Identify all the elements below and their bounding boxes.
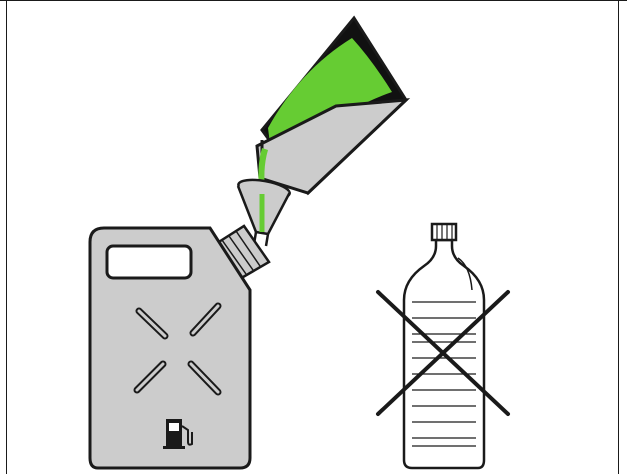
- jerry-can-icon: [90, 226, 269, 468]
- pouring-container-icon: [257, 18, 406, 193]
- plastic-bottle-icon: [404, 224, 484, 468]
- canister-handle: [107, 246, 191, 278]
